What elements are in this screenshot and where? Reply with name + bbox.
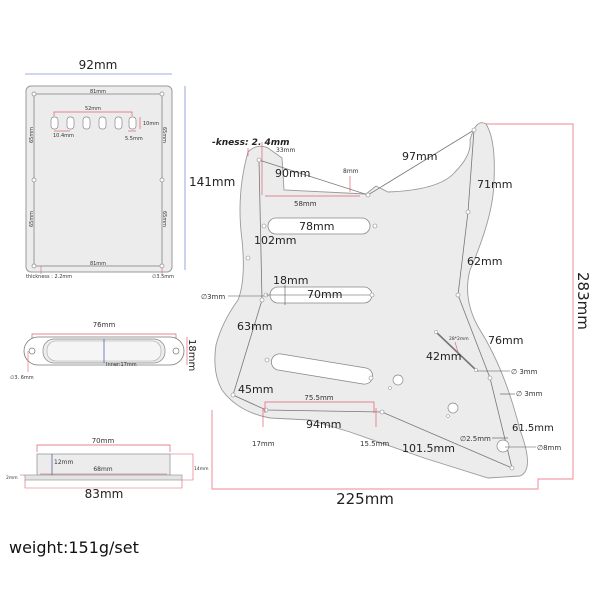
backplate-bottom-span: 81mm [90, 261, 106, 267]
pickguard-screw-holes [230, 127, 515, 471]
side-flange [24, 474, 183, 481]
bridge-left-depth-label: 17mm [252, 440, 275, 448]
side-base-label: 83mm [85, 487, 124, 501]
tone-pin-hole [446, 414, 450, 418]
backplate-hole-diameter: ∅3.5mm [152, 274, 174, 280]
neck-pickup-label: 78mm [299, 220, 334, 233]
backplate-string-slots [50, 116, 137, 130]
middle-pickup-screw-r [369, 292, 375, 298]
bridge-width-label: 75.5mm [304, 394, 333, 402]
backplate-height-label: 141mm [189, 175, 235, 189]
side-total-dim [170, 453, 194, 481]
right-mid-label: 62mm [467, 255, 502, 268]
screw-right-1-label: ∅ 3mm [511, 368, 538, 376]
tone-knob-hole [447, 402, 459, 414]
flange-label: 2mm [6, 475, 18, 481]
pickguard-body [214, 122, 528, 479]
pickup-cover-top-drawing: 76mm Inner:17mm 18mm ∅3. 6mm [10, 321, 197, 381]
side-top-label: 70mm [92, 437, 115, 445]
overall-dimension-frame [211, 123, 574, 490]
right-upper-label: 71mm [477, 178, 512, 191]
backplate-drawing: 92mm 81mm 81mm 65mm 65mm 65mm 65mm 52mm … [25, 58, 235, 280]
bridge-width-dim [264, 401, 375, 413]
weight-label: weight:151g/set [9, 538, 139, 557]
side-inner-label: 68mm [93, 466, 112, 473]
slots-span-label: 52mm [85, 106, 101, 112]
side-base-dim [24, 480, 183, 489]
pocket-step-label: 8mm [343, 168, 359, 175]
backplate-body [25, 85, 173, 273]
switch-slot-label: 28*2mm [449, 336, 469, 342]
pickup-cover-side-drawing: 70mm 12mm 68mm 14mm 2mm 83mm [6, 437, 209, 501]
left-lower-label: 45mm [238, 383, 273, 396]
pickguard-drawing: 283mm 225mm 33mm 58mm 8mm -kness: 2. 4mm… [201, 122, 592, 508]
bridge-pickup-cutout [270, 353, 374, 385]
pickguard-thickness: -kness: 2. 4mm [212, 138, 290, 148]
pocket-width-label: 58mm [294, 200, 317, 208]
backplate-top-span: 81mm [90, 89, 106, 95]
switch-screw-1 [433, 329, 439, 335]
slot-pitch-label: 10.4mm [53, 133, 74, 139]
small-hole-label: ∅2.5mm [460, 435, 491, 443]
switch-slot [435, 331, 477, 371]
backplate-width-label: 92mm [79, 58, 118, 72]
side-total-label: 14mm [194, 466, 209, 472]
backplate-left-span: 65mm [29, 127, 35, 143]
cover-length-label: 76mm [93, 321, 116, 329]
switch-span-label: 42mm [426, 350, 461, 363]
neck-pickup-screw-r [372, 223, 378, 229]
right-lower-label: 76mm [488, 334, 523, 347]
cover-hole-right [172, 347, 180, 355]
bridge-pickup-screw-r [368, 375, 374, 381]
bridge-right-depth-label: 15.5mm [360, 440, 389, 448]
total-width-label: 225mm [336, 490, 394, 508]
jack-hole-label: ∅8mm [537, 444, 561, 452]
bottom-edge-label: 101.5mm [402, 442, 455, 455]
jack-edge-label: 61.5mm [512, 423, 554, 434]
middle-pickup-length-label: 70mm [307, 288, 342, 301]
total-height-label: 283mm [574, 272, 592, 330]
neck-pickup-screw-l [261, 223, 267, 229]
pocket-depth-label: 33mm [276, 147, 295, 154]
side-height-label: 12mm [54, 459, 73, 466]
horn-span-label: 97mm [402, 150, 437, 163]
cover-inner-label: Inner:17mm [106, 362, 137, 368]
left-upper-label: 102mm [254, 234, 296, 247]
switch-screw-2 [473, 367, 479, 373]
volume-knob-hole [392, 374, 404, 386]
left-mid-label: 63mm [237, 320, 272, 333]
slot-height-label: 10mm [143, 121, 159, 127]
cover-height-label: 18mm [186, 339, 197, 371]
backplate-right-span: 65mm [161, 127, 167, 143]
screw-hole-left-label: ∅3mm [201, 293, 225, 301]
cover-hole-left [28, 347, 36, 355]
bridge-pickup-screw-l [264, 357, 270, 363]
bridge-span-label: 94mm [306, 418, 341, 431]
neck-pickup-cutout [267, 217, 371, 235]
backplate-right-span-2: 65mm [161, 211, 167, 227]
jack-hole [496, 439, 510, 453]
screw-line [232, 129, 513, 469]
switch-slot-leader [454, 341, 459, 353]
slots-span-dim [53, 111, 133, 116]
backplate-thickness: thickness : 2.2mm [26, 274, 72, 280]
backplate-screw-holes [31, 91, 165, 269]
top-edge-label: 90mm [275, 167, 310, 180]
screw-right-2-label: ∅ 3mm [516, 390, 543, 398]
backplate-left-span-2: 65mm [29, 211, 35, 227]
cover-hole-label: ∅3. 6mm [10, 375, 34, 381]
slot-width-label: 5.5mm [125, 136, 143, 142]
volume-pin-hole [388, 386, 392, 390]
side-top-dim [36, 444, 171, 452]
middle-pickup-height-label: 18mm [273, 274, 308, 287]
